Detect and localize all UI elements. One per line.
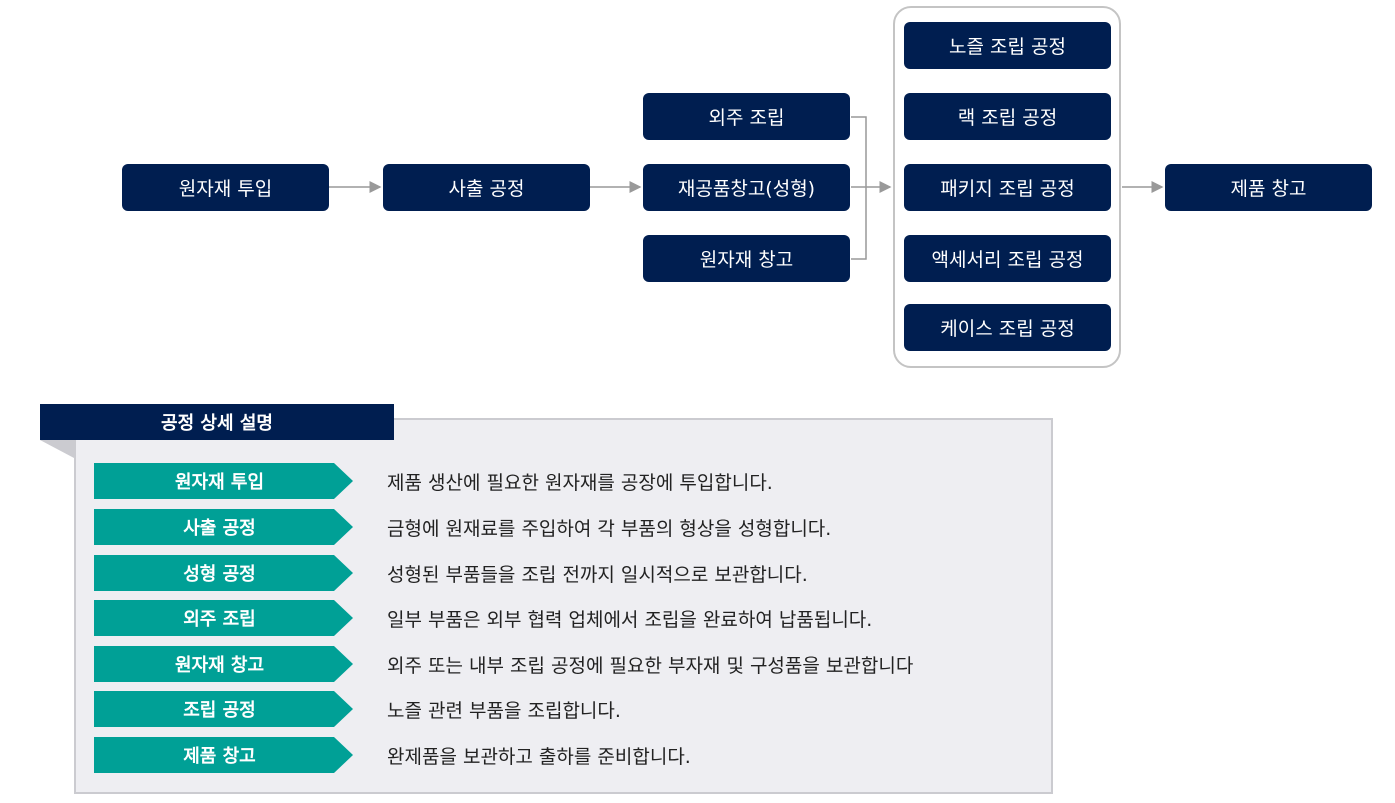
detail-label: 사출 공정 — [94, 509, 353, 545]
detail-row: 원자재 창고 외주 또는 내부 조립 공정에 필요한 부자재 및 구성품을 보관합… — [94, 646, 913, 682]
detail-desc: 일부 부품은 외부 협력 업체에서 조립을 완료하여 납품됩니다. — [387, 608, 873, 631]
detail-label: 원자재 투입 — [94, 463, 353, 499]
detail-row: 조립 공정 노즐 관련 부품을 조립합니다. — [94, 691, 621, 727]
flow-node-assembly: 랙 조립 공정 — [904, 93, 1111, 140]
detail-label: 원자재 창고 — [94, 646, 353, 682]
detail-desc: 완제품을 보관하고 출하를 준비합니다. — [387, 745, 691, 768]
detail-row: 외주 조립 일부 부품은 외부 협력 업체에서 조립을 완료하여 납품됩니다. — [94, 600, 872, 636]
detail-desc: 노즐 관련 부품을 조립합니다. — [387, 699, 621, 722]
flow-node-outsourced: 외주 조립 — [643, 93, 850, 140]
flow-node-assembly: 노즐 조립 공정 — [904, 22, 1111, 69]
flow-node-start: 원자재 투입 — [122, 164, 329, 211]
flow-node-injection: 사출 공정 — [383, 164, 590, 211]
flow-node-end: 제품 창고 — [1165, 164, 1372, 211]
flow-node-assembly: 케이스 조립 공정 — [904, 304, 1111, 351]
detail-label: 제품 창고 — [94, 737, 353, 773]
detail-label: 성형 공정 — [94, 555, 353, 591]
flow-node-material-warehouse: 원자재 창고 — [643, 235, 850, 282]
assembly-group — [893, 6, 1121, 368]
flow-node-assembly: 패키지 조립 공정 — [904, 164, 1111, 211]
detail-desc: 성형된 부품들을 조립 전까지 일시적으로 보관합니다. — [387, 563, 808, 586]
details-title: 공정 상세 설명 — [40, 404, 394, 440]
detail-label: 조립 공정 — [94, 691, 353, 727]
detail-row: 제품 창고 완제품을 보관하고 출하를 준비합니다. — [94, 737, 691, 773]
panel-fold — [40, 440, 74, 458]
flow-node-assembly: 액세서리 조립 공정 — [904, 235, 1111, 282]
detail-row: 사출 공정 금형에 원재료를 주입하여 각 부품의 형상을 성형합니다. — [94, 509, 831, 545]
detail-desc: 제품 생산에 필요한 원자재를 공장에 투입합니다. — [387, 471, 773, 494]
detail-desc: 금형에 원재료를 주입하여 각 부품의 형상을 성형합니다. — [387, 517, 832, 540]
detail-row: 성형 공정 성형된 부품들을 조립 전까지 일시적으로 보관합니다. — [94, 555, 808, 591]
flow-connectors — [329, 116, 1164, 260]
detail-desc: 외주 또는 내부 조립 공정에 필요한 부자재 및 구성품을 보관합니다 — [387, 654, 914, 677]
flow-node-wip-warehouse: 재공품창고(성형) — [643, 164, 850, 211]
detail-row: 원자재 투입 제품 생산에 필요한 원자재를 공장에 투입합니다. — [94, 463, 773, 499]
detail-label: 외주 조립 — [94, 600, 353, 636]
